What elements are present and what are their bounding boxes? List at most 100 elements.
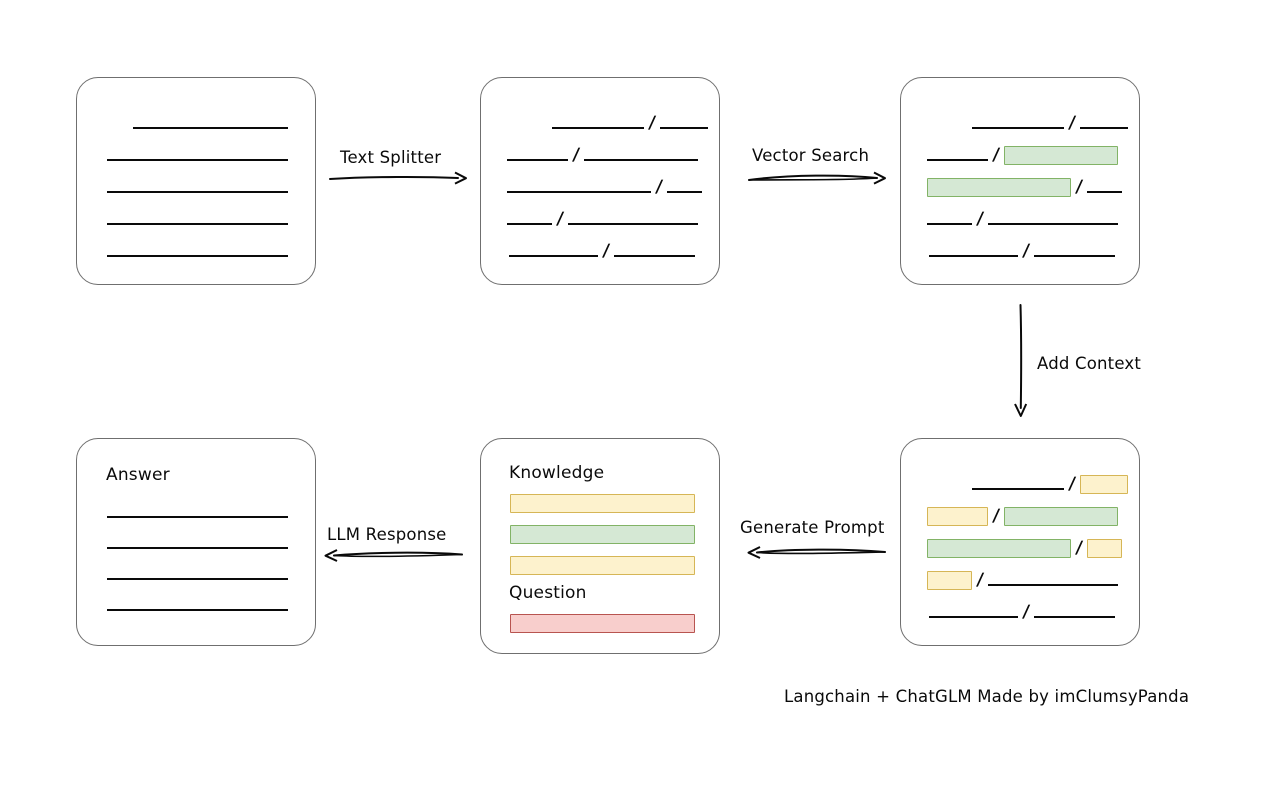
answer-label: Answer bbox=[106, 465, 170, 485]
text-row bbox=[77, 244, 315, 258]
text-line-segment bbox=[507, 180, 651, 194]
chunks-with-context-card: / / / / / bbox=[900, 438, 1140, 646]
text-line-segment bbox=[927, 212, 972, 226]
text-line-segment bbox=[667, 180, 703, 194]
text-row: / bbox=[481, 241, 719, 261]
row-indent bbox=[507, 116, 552, 130]
text-row: / bbox=[481, 177, 719, 197]
knowledge-bars bbox=[481, 439, 719, 653]
text-row bbox=[77, 536, 315, 550]
prompt-card: Knowledge Question bbox=[480, 438, 720, 654]
row-indent bbox=[107, 116, 133, 130]
knowledge-label: Knowledge bbox=[509, 463, 605, 483]
text-row bbox=[77, 116, 315, 130]
edge-generate-prompt-label: Generate Prompt bbox=[740, 518, 885, 537]
text-line-segment bbox=[660, 116, 709, 130]
segment-divider: / bbox=[975, 570, 985, 590]
edge-add-context-label: Add Context bbox=[1037, 354, 1142, 373]
knowledge-bar-green bbox=[510, 525, 695, 544]
text-row: / bbox=[481, 209, 719, 229]
generate-prompt-arrow-icon bbox=[747, 546, 886, 559]
text-line-segment bbox=[988, 212, 1119, 226]
llm-response-arrow-icon bbox=[324, 549, 463, 562]
text-row bbox=[77, 505, 315, 519]
text-line-segment bbox=[507, 212, 552, 226]
text-line-segment bbox=[929, 605, 1018, 619]
text-row bbox=[77, 148, 315, 162]
highlight-chip-yellow bbox=[1080, 474, 1129, 494]
text-row bbox=[77, 212, 315, 226]
text-row bbox=[77, 598, 315, 612]
text-row: / bbox=[901, 570, 1139, 590]
text-row: / bbox=[901, 538, 1139, 558]
segment-divider: / bbox=[1021, 602, 1031, 622]
edge-text-splitter-label: Text Splitter bbox=[340, 148, 442, 167]
text-row: / bbox=[901, 506, 1139, 526]
text-line-segment bbox=[107, 180, 288, 194]
add-context-arrow-icon bbox=[1014, 304, 1028, 417]
text-row bbox=[77, 567, 315, 581]
question-bars bbox=[481, 439, 719, 653]
source-document-rows bbox=[77, 78, 315, 284]
matched-chunks-rows: / / / / / bbox=[901, 78, 1139, 284]
text-line-segment bbox=[1034, 244, 1116, 258]
edge-text-splitter bbox=[329, 170, 468, 186]
vector-search-arrow-icon bbox=[748, 171, 886, 185]
text-line-segment bbox=[568, 212, 699, 226]
segment-divider: / bbox=[975, 209, 985, 229]
highlight-chip-yellow bbox=[1087, 538, 1123, 558]
segment-divider: / bbox=[601, 241, 611, 261]
segment-divider: / bbox=[1067, 113, 1077, 133]
split-chunks-rows: / / / / / bbox=[481, 78, 719, 284]
highlight-chip-yellow bbox=[927, 506, 988, 526]
text-line-segment bbox=[507, 148, 568, 162]
edge-vector-search bbox=[748, 170, 887, 186]
segment-divider: / bbox=[1074, 177, 1084, 197]
text-row: / bbox=[901, 209, 1139, 229]
row-indent bbox=[927, 477, 972, 491]
text-line-segment bbox=[988, 573, 1119, 587]
text-line-segment bbox=[1080, 116, 1129, 130]
segment-divider: / bbox=[647, 113, 657, 133]
text-line-segment bbox=[107, 212, 288, 226]
segment-divider: / bbox=[1067, 474, 1077, 494]
highlight-chip-green bbox=[927, 538, 1071, 558]
text-row: / bbox=[901, 602, 1139, 622]
segment-divider: / bbox=[991, 506, 1001, 526]
row-indent bbox=[927, 116, 972, 130]
text-line-segment bbox=[972, 116, 1064, 130]
edge-vector-search-label: Vector Search bbox=[752, 146, 870, 165]
knowledge-bar-yellow bbox=[510, 494, 695, 513]
edge-llm-response-label: LLM Response bbox=[327, 525, 447, 544]
answer-card: Answer bbox=[76, 438, 316, 646]
question-label: Question bbox=[509, 583, 587, 603]
text-line-segment bbox=[107, 536, 288, 550]
text-line-segment bbox=[552, 116, 644, 130]
text-line-segment bbox=[107, 567, 288, 581]
matched-chunks-card: / / / / / bbox=[900, 77, 1140, 285]
text-line-segment bbox=[584, 148, 699, 162]
segment-divider: / bbox=[1021, 241, 1031, 261]
segment-divider: / bbox=[555, 209, 565, 229]
chunks-with-context-rows: / / / / / bbox=[901, 439, 1139, 645]
text-splitter-arrow-icon bbox=[329, 171, 467, 185]
text-row: / bbox=[901, 177, 1139, 197]
edge-generate-prompt bbox=[745, 545, 886, 561]
text-line-segment bbox=[614, 244, 696, 258]
text-line-segment bbox=[1034, 605, 1116, 619]
text-line-segment bbox=[107, 505, 288, 519]
segment-divider: / bbox=[991, 145, 1001, 165]
edge-add-context bbox=[1012, 304, 1030, 417]
highlight-chip-green bbox=[1004, 506, 1119, 526]
text-line-segment bbox=[929, 244, 1018, 258]
text-row: / bbox=[481, 145, 719, 165]
split-chunks-card: / / / / / bbox=[480, 77, 720, 285]
text-row bbox=[77, 180, 315, 194]
highlight-chip-green bbox=[1004, 145, 1119, 165]
text-row: / bbox=[901, 145, 1139, 165]
answer-rows bbox=[77, 439, 315, 645]
text-row: / bbox=[901, 113, 1139, 133]
text-row: / bbox=[901, 241, 1139, 261]
text-line-segment bbox=[107, 598, 288, 612]
edge-llm-response bbox=[322, 548, 463, 564]
